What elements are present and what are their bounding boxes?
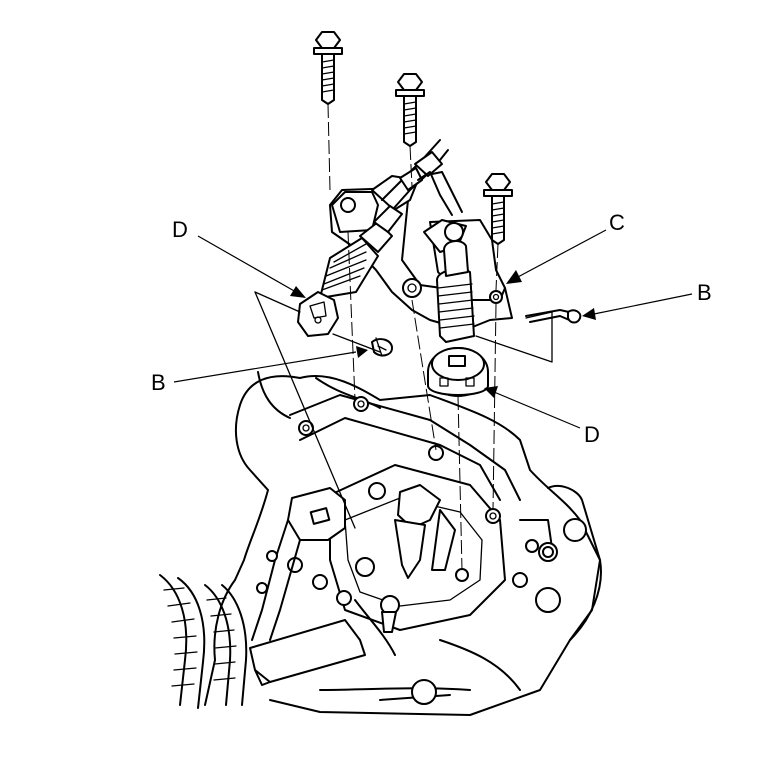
alignment-lines [254,103,553,571]
callout-b-right: B [697,280,712,305]
callout-c: C [609,210,625,235]
shift-cables [381,139,463,216]
transmission-case [159,371,602,716]
callout-d-upper: D [172,217,188,242]
clip-left [371,337,393,357]
callout-d-lower: D [584,422,600,447]
callout-b-left: B [151,370,166,395]
leader-lines [173,229,693,429]
bolt-middle [395,73,425,147]
cable-boot-lower [427,222,489,397]
bolt-left [313,31,343,105]
bolt-right [483,173,513,245]
clip-right [525,309,582,324]
